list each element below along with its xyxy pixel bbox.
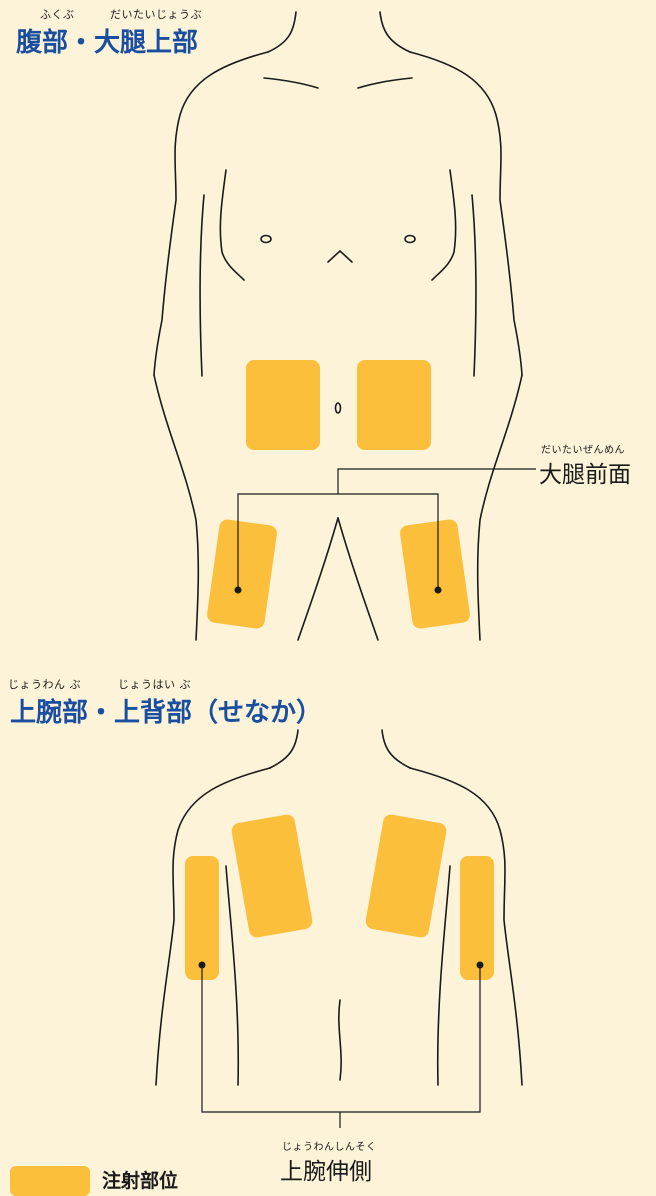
- thigh-callout-leader: [337, 468, 536, 494]
- collarbone-left: [263, 77, 319, 89]
- back-spine-line: [338, 999, 342, 1081]
- section1-title: 腹部・大腿上部: [16, 28, 199, 58]
- legend-label: 注射部位: [102, 1170, 179, 1192]
- thigh-right-marker: [434, 586, 442, 594]
- arm-right-lower-line: [471, 194, 477, 377]
- back-right-outline: [409, 767, 523, 1086]
- section2-ruby-right: じょうはい ぶ: [118, 678, 191, 691]
- arm-callout-ruby: じょうわんしんそく: [282, 1142, 377, 1153]
- back-left-outline: [155, 767, 271, 1086]
- injection-site-back-left: [231, 814, 313, 938]
- collarbone-right: [357, 77, 413, 89]
- nipple-left: [260, 234, 272, 244]
- thigh-callout-ruby: だいたいぜんめん: [541, 445, 625, 456]
- section2-title: 上腕部・上背部（せなか）: [10, 698, 323, 728]
- legend-swatch: [10, 1166, 90, 1196]
- nipple-right: [404, 234, 416, 244]
- back-neck-left-line: [269, 729, 299, 769]
- arm-callout-bracket: [201, 965, 481, 1113]
- injection-site-upperarm-left: [185, 856, 219, 980]
- inner-leg-left: [297, 517, 339, 641]
- neck-right-line: [379, 11, 411, 53]
- arm-callout-label: 上腕伸側: [280, 1159, 372, 1185]
- front-body-diagram: [153, 11, 536, 641]
- neck-left-line: [267, 11, 297, 53]
- arm-right-inner-line: [431, 169, 457, 281]
- injection-site-thigh-left: [207, 519, 277, 629]
- back-neck-right-line: [381, 729, 411, 769]
- back-left-inner-arm: [225, 865, 240, 1086]
- hip-right-outline: [476, 374, 523, 641]
- sternum-mark: [327, 249, 353, 263]
- arm-left-inner-line: [219, 169, 245, 281]
- upperarm-left-marker: [198, 961, 206, 969]
- injection-site-abdomen-right: [357, 360, 431, 450]
- torso-right-outline: [409, 51, 523, 376]
- navel: [334, 402, 342, 414]
- section2-ruby-left: じょうわん ぶ: [8, 678, 81, 691]
- upperarm-right-marker: [476, 961, 484, 969]
- injection-site-thigh-right: [400, 519, 470, 629]
- back-right-inner-arm: [436, 865, 451, 1086]
- arm-left-lower-line: [199, 194, 205, 377]
- injection-site-upperarm-right: [460, 856, 494, 980]
- inner-leg-right: [337, 517, 379, 641]
- torso-left-outline: [153, 51, 269, 376]
- injection-site-abdomen-left: [246, 360, 320, 450]
- thigh-callout-label: 大腿前面: [539, 462, 631, 488]
- section1-ruby-right: だいたいじょうぶ: [110, 8, 202, 21]
- section1-ruby-left: ふくぶ: [40, 8, 75, 21]
- hip-left-outline: [153, 374, 200, 641]
- thigh-left-marker: [234, 586, 242, 594]
- injection-site-back-right: [365, 814, 447, 938]
